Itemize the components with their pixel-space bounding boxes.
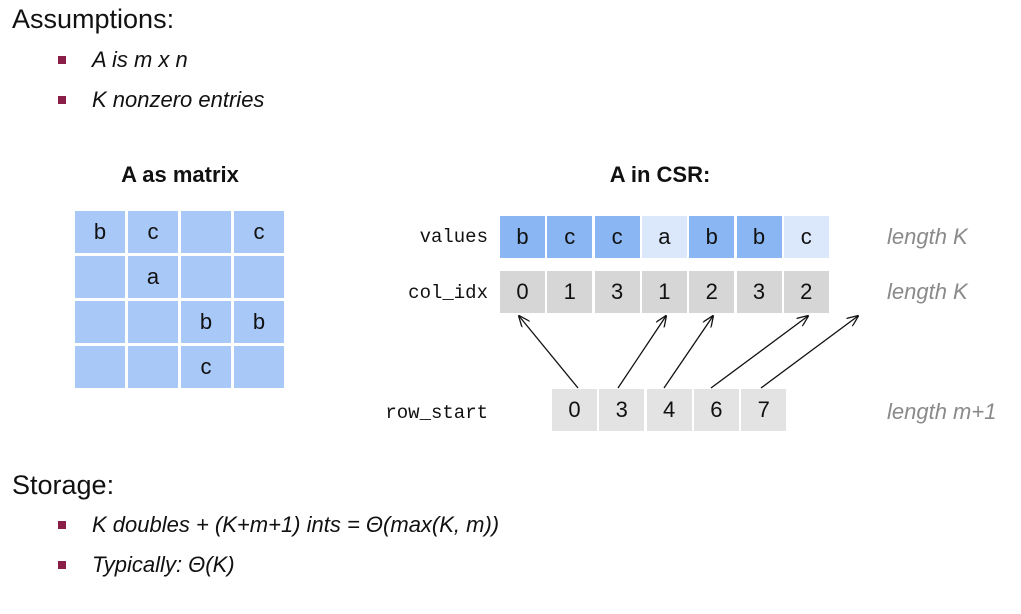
- bullet-marker: [58, 96, 66, 104]
- matrix-cell: [128, 346, 178, 388]
- arrow-row3: [710, 316, 808, 389]
- row-start-label: row_start: [385, 402, 488, 424]
- assumption-item: A is m x n: [58, 40, 264, 80]
- matrix-title: A as matrix: [121, 162, 239, 187]
- matrix-cell: b: [234, 301, 284, 343]
- matrix-cell: [234, 256, 284, 298]
- col-idx-length: length K: [887, 279, 968, 304]
- row-start-cell: 0: [552, 389, 597, 431]
- values-cell: c: [783, 216, 829, 258]
- matrix-cell: b: [75, 211, 125, 253]
- values-cell: b: [689, 216, 735, 258]
- storage-heading: Storage:: [12, 470, 115, 500]
- values-length: length K: [887, 224, 968, 249]
- row-start-cell: 6: [693, 389, 739, 431]
- col-idx-label: col_idx: [408, 282, 488, 304]
- matrix-cell: [128, 301, 178, 343]
- values-cell: c: [594, 216, 640, 258]
- matrix-cell: a: [128, 256, 178, 298]
- row-start-cell: 4: [646, 389, 692, 431]
- bullet-marker: [58, 521, 66, 529]
- matrix-cell: c: [181, 346, 231, 388]
- arrow-row2: [663, 316, 713, 389]
- matrix-cell: [234, 346, 284, 388]
- storage-text: Typically: Θ(K): [92, 552, 235, 577]
- col-idx-cell: 2: [783, 271, 829, 313]
- col-idx-cell: 1: [547, 271, 593, 313]
- col-idx-cell: 0: [500, 271, 545, 313]
- values-label: values: [419, 226, 488, 248]
- arrow-row0: [519, 316, 579, 389]
- assumptions-heading: Assumptions:: [12, 4, 175, 34]
- storage-item: Typically: Θ(K): [58, 545, 499, 585]
- col-idx-cell: 3: [594, 271, 640, 313]
- assumption-text: A is m x n: [92, 47, 188, 72]
- row-start-length: length m+1: [887, 399, 997, 424]
- assumptions-list: A is m x n K nonzero entries: [58, 40, 264, 120]
- matrix-cell: c: [128, 211, 178, 253]
- bullet-marker: [58, 56, 66, 64]
- col-idx-cell: 1: [641, 271, 687, 313]
- matrix-cell: [75, 301, 125, 343]
- storage-text: K doubles + (K+m+1) ints = Θ(max(K, m)): [92, 512, 500, 537]
- matrix-cell: c: [234, 211, 284, 253]
- storage-item: K doubles + (K+m+1) ints = Θ(max(K, m)): [58, 505, 499, 545]
- bullet-marker: [58, 561, 66, 569]
- row-start-cell: 3: [599, 389, 645, 431]
- matrix-cell: [181, 211, 231, 253]
- values-cell: c: [547, 216, 593, 258]
- values-cell: a: [641, 216, 687, 258]
- matrix-cell: b: [181, 301, 231, 343]
- col-idx-cell: 2: [689, 271, 735, 313]
- arrow-row4: [760, 316, 858, 389]
- values-cell: b: [500, 216, 545, 258]
- values-cell: b: [736, 216, 782, 258]
- matrix-cell: [181, 256, 231, 298]
- arrow-row1: [617, 316, 666, 389]
- row-start-cell: 7: [741, 389, 787, 431]
- storage-list: K doubles + (K+m+1) ints = Θ(max(K, m)) …: [58, 505, 499, 585]
- matrix-cell: [75, 346, 125, 388]
- col-idx-cell: 3: [736, 271, 782, 313]
- matrix-cell: [75, 256, 125, 298]
- assumption-text: K nonzero entries: [92, 87, 265, 112]
- assumption-item: K nonzero entries: [58, 80, 264, 120]
- csr-title: A in CSR:: [609, 162, 711, 187]
